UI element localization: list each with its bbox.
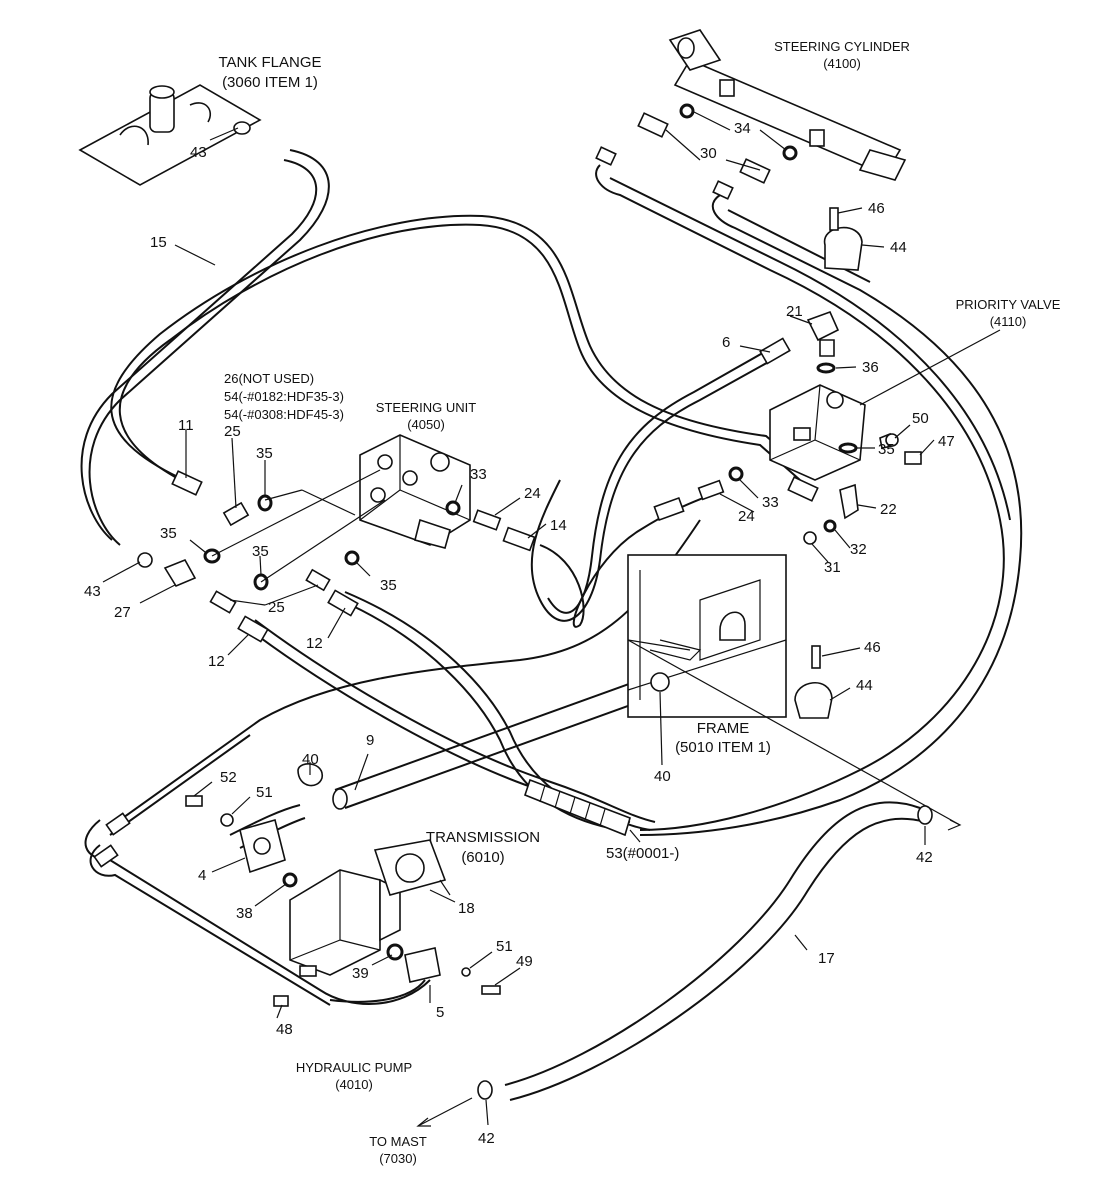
callout-50: 50 xyxy=(912,410,929,427)
frame-title: FRAME xyxy=(697,720,750,737)
callout-47: 47 xyxy=(938,433,955,450)
callout-31: 31 xyxy=(824,559,841,576)
callout-36: 36 xyxy=(862,359,879,376)
callout-25: 25 xyxy=(224,423,241,440)
callout-43: 43 xyxy=(190,144,207,161)
note-53: 53(#0001-) xyxy=(606,845,679,862)
callout-35: 35 xyxy=(252,543,269,560)
callout-34: 34 xyxy=(734,120,751,137)
pump-drawing xyxy=(239,819,447,983)
leader-lines xyxy=(102,111,1001,1127)
callout-14: 14 xyxy=(550,517,567,534)
callout-25: 25 xyxy=(268,599,285,616)
callout-40: 40 xyxy=(302,751,319,768)
callout-5: 5 xyxy=(436,1004,444,1021)
callout-9: 9 xyxy=(366,732,374,749)
callout-35: 35 xyxy=(256,445,273,462)
callout-44: 44 xyxy=(890,239,907,256)
notes: 26(NOT USED) 54(-#0182:HDF35-3) 54(-#030… xyxy=(224,371,679,862)
callout-33: 33 xyxy=(762,494,779,511)
callout-4: 4 xyxy=(198,867,206,884)
callout-30: 30 xyxy=(700,145,717,162)
note-54a: 54(-#0182:HDF35-3) xyxy=(224,389,344,404)
frame-inset xyxy=(627,554,787,718)
callout-11: 11 xyxy=(178,417,194,434)
callout-52: 52 xyxy=(220,769,237,786)
callout-42: 42 xyxy=(916,849,933,866)
fittings xyxy=(93,112,899,1007)
to-mast-ref: (7030) xyxy=(379,1151,417,1166)
steering-unit-drawing xyxy=(359,434,471,549)
callout-24: 24 xyxy=(524,485,541,502)
callout-6: 6 xyxy=(722,334,730,351)
steering-cylinder-ref: (4100) xyxy=(823,56,861,71)
callout-21: 21 xyxy=(786,303,803,320)
priority-valve-title: PRIORITY VALVE xyxy=(956,297,1061,312)
callout-42: 42 xyxy=(478,1130,495,1147)
callout-35: 35 xyxy=(160,525,177,542)
callout-39: 39 xyxy=(352,965,369,982)
callout-51: 51 xyxy=(256,784,273,801)
callout-17: 17 xyxy=(818,950,835,967)
callout-48: 48 xyxy=(276,1021,293,1038)
tank-flange-title: TANK FLANGE xyxy=(218,54,321,71)
callout-18: 18 xyxy=(458,900,475,917)
hydraulic-pump-title: HYDRAULIC PUMP xyxy=(296,1060,412,1075)
steering-cylinder-title: STEERING CYLINDER xyxy=(774,39,910,54)
callout-38: 38 xyxy=(236,905,253,922)
callout-43: 43 xyxy=(84,583,101,600)
frame-ref: (5010 ITEM 1) xyxy=(675,739,771,756)
note-26: 26(NOT USED) xyxy=(224,371,314,386)
spiral-wrap-53 xyxy=(524,778,631,837)
callout-40: 40 xyxy=(654,768,671,785)
steering-cylinder-drawing xyxy=(668,29,907,181)
transmission-ref: (6010) xyxy=(461,849,504,866)
callout-27: 27 xyxy=(114,604,131,621)
callout-12: 12 xyxy=(208,653,225,670)
callout-numbers: 43 15 11 25 35 35 35 35 43 27 25 12 12 3… xyxy=(84,120,955,1147)
callout-35: 35 xyxy=(380,577,397,594)
component-labels: TANK FLANGE (3060 ITEM 1) STEERING CYLIN… xyxy=(218,39,1060,1166)
hoses xyxy=(80,149,1023,1101)
steering-unit-ref: (4050) xyxy=(407,417,445,432)
callout-33: 33 xyxy=(470,466,487,483)
hydraulic-pump-ref: (4010) xyxy=(335,1077,373,1092)
callout-46: 46 xyxy=(868,200,885,217)
callout-15: 15 xyxy=(150,234,167,251)
callout-35: 35 xyxy=(878,441,895,458)
note-54b: 54(-#0308:HDF45-3) xyxy=(224,407,344,422)
callout-24: 24 xyxy=(738,508,755,525)
steering-unit-title: STEERING UNIT xyxy=(376,400,476,415)
clamps xyxy=(137,226,933,1100)
priority-valve-ref: (4110) xyxy=(990,314,1027,329)
callout-22: 22 xyxy=(880,501,897,518)
callout-46: 46 xyxy=(864,639,881,656)
tank-flange-drawing xyxy=(78,84,262,186)
to-mast-title: TO MAST xyxy=(369,1134,427,1149)
callout-49: 49 xyxy=(516,953,533,970)
priority-valve-drawing xyxy=(769,310,922,545)
callout-12: 12 xyxy=(306,635,323,652)
transmission-title: TRANSMISSION xyxy=(426,829,540,846)
callout-32: 32 xyxy=(850,541,867,558)
tank-flange-ref: (3060 ITEM 1) xyxy=(222,74,318,91)
callout-44: 44 xyxy=(856,677,873,694)
callout-51: 51 xyxy=(496,938,513,955)
